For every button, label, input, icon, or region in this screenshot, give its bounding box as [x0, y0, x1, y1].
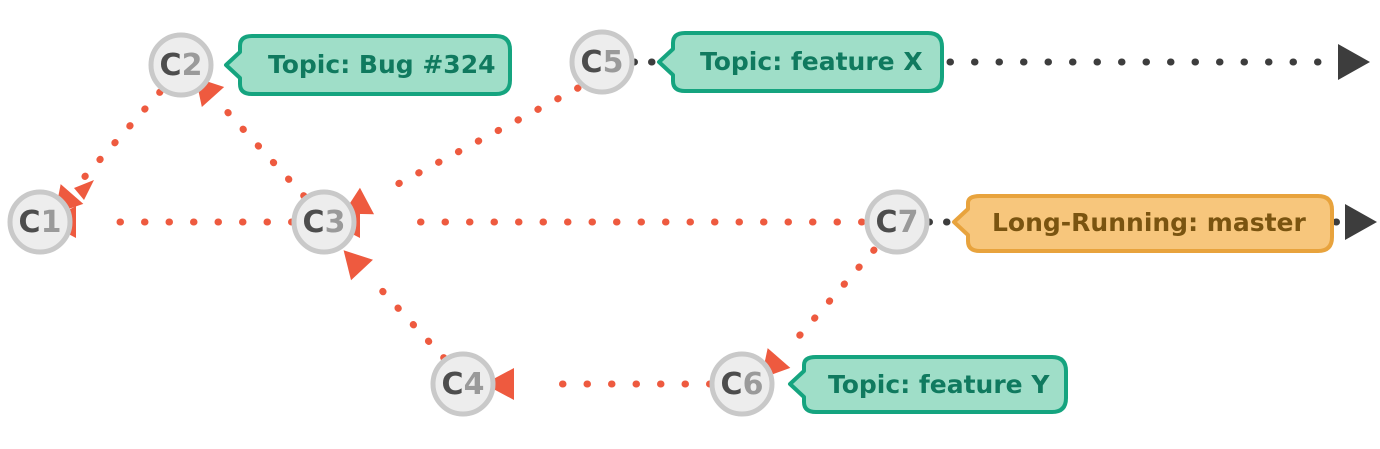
commit-node-c6-letter: C — [721, 367, 743, 402]
commit-node-c2-label: C2 — [160, 48, 203, 83]
commit-node-c6-label: C6 — [721, 367, 764, 402]
branch-label-bug324[interactable]: Topic: Bug #324 — [224, 34, 512, 96]
edge-c2-c1-line — [76, 88, 164, 186]
edge-c6-c4 — [484, 368, 714, 400]
commit-node-c1-digit: 1 — [41, 205, 62, 240]
branch-label-featureY-shape — [788, 355, 1068, 414]
branch-label-master-shape — [952, 194, 1334, 253]
commit-node-c4[interactable]: C4 — [430, 351, 496, 417]
featureX-arrowhead-icon — [1338, 44, 1370, 80]
commit-node-c1-circle — [7, 189, 73, 255]
branch-label-bug324-text: Topic: Bug #324 — [268, 50, 495, 79]
edge-c6-c4-head — [484, 368, 514, 400]
edge-c2-c1-arrowhead — [74, 180, 94, 200]
commit-node-c6-circle — [709, 351, 775, 417]
edge-c5-c3-line — [377, 84, 582, 197]
edge-c7-c6-line — [789, 246, 878, 347]
commit-node-c7[interactable]: C7 — [864, 189, 930, 255]
commit-node-c7-label: C7 — [876, 205, 919, 240]
commit-node-c4-letter: C — [442, 367, 464, 402]
branch-continuation-layer — [630, 44, 1377, 240]
commit-node-c6[interactable]: C6 — [709, 351, 775, 417]
commit-node-c2[interactable]: C2 — [148, 32, 214, 98]
branch-label-featureY-text: Topic: feature Y — [828, 370, 1050, 399]
edge-c7-c3 — [329, 206, 866, 238]
commit-node-c4-circle — [430, 351, 496, 417]
edge-c3-c1 — [46, 206, 296, 238]
branch-label-featureX-shape — [657, 31, 944, 93]
commit-node-c7-circle — [864, 189, 930, 255]
commit-node-c2-letter: C — [160, 48, 182, 83]
branch-label-featureY[interactable]: Topic: feature Y — [788, 355, 1068, 414]
edge-layer — [46, 77, 878, 400]
commit-node-c5-digit: 5 — [603, 45, 624, 80]
branch-label-master-text: Long-Running: master — [992, 208, 1306, 237]
commit-node-c3-label: C3 — [303, 205, 346, 240]
commit-node-c5[interactable]: C5 — [569, 29, 635, 95]
commit-node-c3-letter: C — [303, 205, 325, 240]
commit-node-c5-circle — [569, 29, 635, 95]
edge-c4-c3-head — [343, 250, 373, 281]
branch-label-master[interactable]: Long-Running: master — [952, 194, 1334, 253]
commit-node-c3-digit: 3 — [325, 205, 346, 240]
commit-node-c3-circle — [291, 189, 357, 255]
commit-node-c4-digit: 4 — [464, 367, 485, 402]
commit-node-c5-letter: C — [581, 45, 603, 80]
branch-label-featureX-text: Topic: feature X — [700, 47, 923, 76]
edge-c4-c3 — [343, 250, 448, 362]
commit-node-c7-digit: 7 — [898, 205, 919, 240]
branch-label-bug324-shape — [224, 34, 512, 96]
commit-node-c5-label: C5 — [581, 45, 624, 80]
commit-node-c1-label: C1 — [19, 205, 62, 240]
branch-label-layer: Topic: Bug #324 Topic: feature X Long-Ru… — [224, 31, 1334, 414]
commit-node-c6-digit: 6 — [743, 367, 764, 402]
edge-c3-c2-line — [218, 102, 308, 200]
edge-c5-c3 — [343, 84, 582, 215]
commit-node-c3[interactable]: C3 — [291, 189, 357, 255]
master-arrowhead-icon — [1345, 204, 1377, 240]
edge-c4-c3-line — [371, 279, 448, 362]
commit-node-c1-letter: C — [19, 205, 41, 240]
commit-node-c4-label: C4 — [442, 367, 485, 402]
commit-node-c1[interactable]: C1 — [7, 189, 73, 255]
commit-node-c2-digit: 2 — [182, 48, 203, 83]
commit-node-c2-circle — [148, 32, 214, 98]
branch-label-featureX[interactable]: Topic: feature X — [657, 31, 944, 93]
commit-node-c7-letter: C — [876, 205, 898, 240]
commit-node-layer: C1 C2 C3 C4 — [7, 29, 930, 417]
